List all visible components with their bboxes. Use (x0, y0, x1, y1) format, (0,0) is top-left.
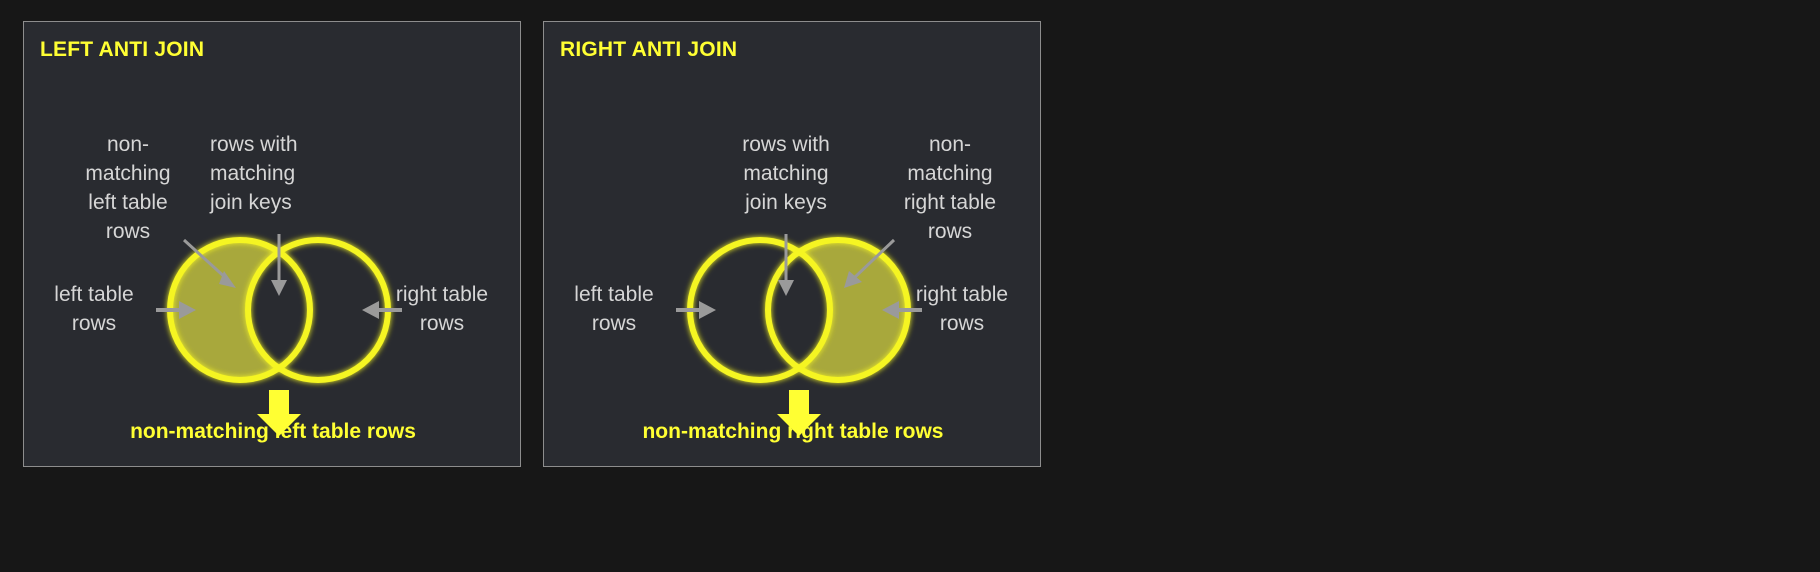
right-table-circle (245, 237, 391, 383)
venn-circles (687, 237, 911, 383)
label-matching-join-keys: rows with matching join keys (742, 133, 830, 214)
pointer-matching (778, 234, 794, 296)
result-caption: non-matching right table rows (642, 420, 944, 443)
label-non-matching-left-rows: non- matching left table rows (85, 133, 171, 243)
label-right-table-rows: right table rows (915, 283, 1009, 335)
pointer-left-table-rows (156, 301, 196, 319)
label-left-table-rows: left table rows (574, 283, 654, 335)
label-matching-join-keys: rows with matching join keys (210, 133, 298, 214)
result-caption: non-matching left table rows (130, 420, 416, 443)
pointer-matching (271, 234, 287, 296)
label-left-table-rows: left table rows (54, 283, 134, 335)
venn-circles (167, 237, 391, 383)
panel-right-anti-join: RIGHT ANTI JOIN (543, 21, 1042, 468)
pointer-non-matching (844, 238, 896, 288)
pointer-non-matching (182, 238, 236, 288)
left-table-circle (167, 237, 313, 383)
left-table-circle (687, 237, 833, 383)
label-non-matching-right-rows: non- matching right table rows (903, 133, 997, 243)
pointer-left-table-rows (676, 301, 716, 319)
right-table-circle (765, 237, 911, 383)
label-right-table-rows: right table rows (395, 283, 489, 335)
panel-left-anti-join: LEFT ANTI JOIN (23, 21, 522, 468)
panel-title: RIGHT ANTI JOIN (560, 38, 738, 61)
panel-title: LEFT ANTI JOIN (40, 38, 205, 61)
